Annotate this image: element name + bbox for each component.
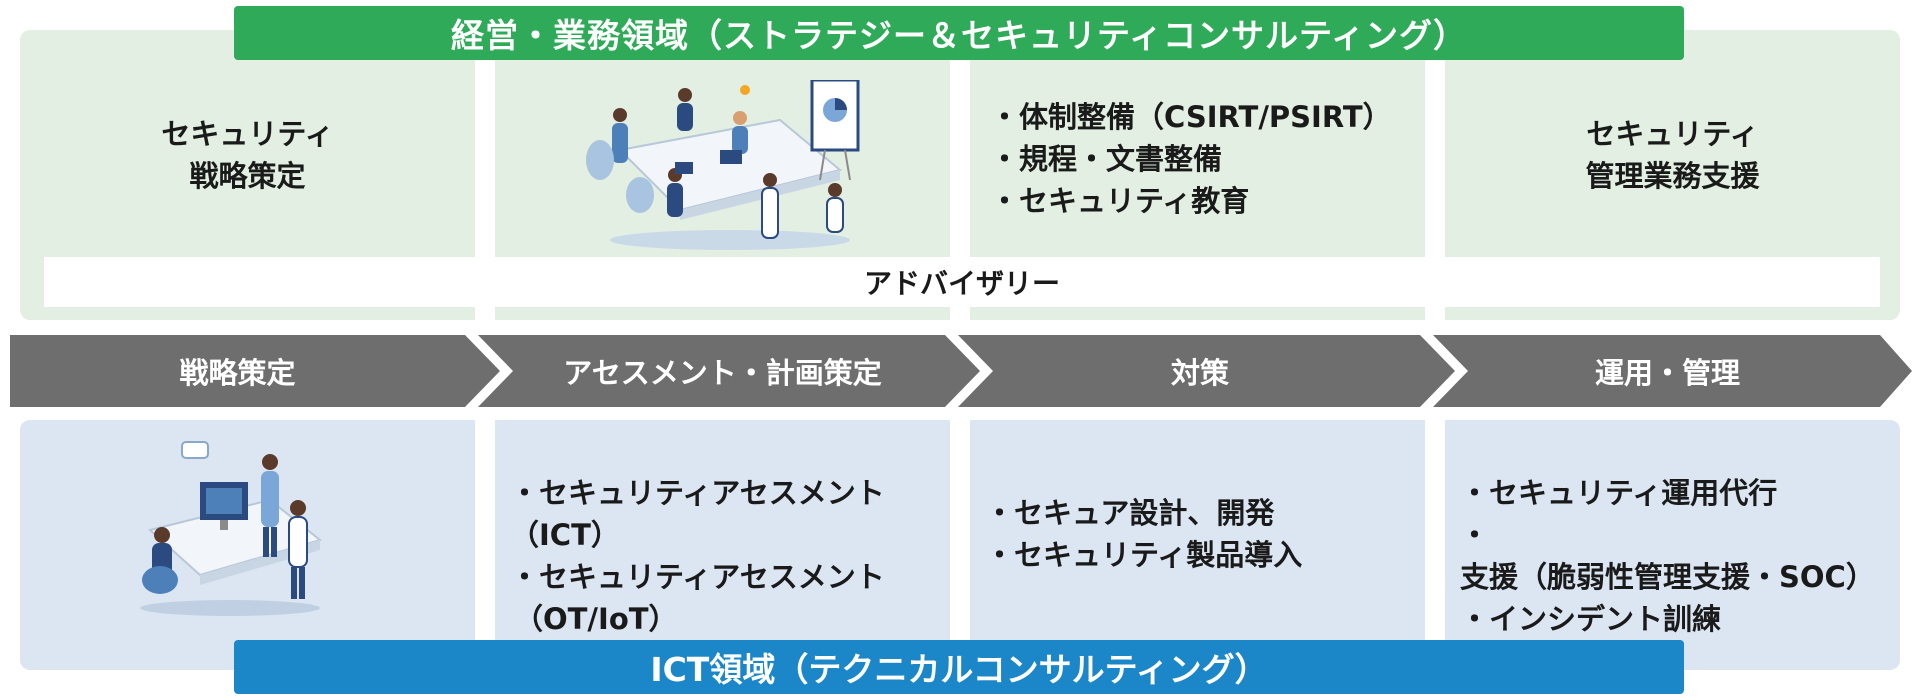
column-divider <box>950 60 970 320</box>
list-item: 規程・文書整備 <box>990 138 1430 180</box>
ict-domain-title: ICT領域（テクニカルコンサルティング） <box>234 640 1684 694</box>
phase-label: 対策 <box>1170 356 1229 390</box>
list-item: セキュリティ教育 <box>990 180 1430 222</box>
phase-label: 運用・管理 <box>1594 356 1740 390</box>
list-item: セキュリティ製品導入 <box>985 534 1425 576</box>
column-divider <box>475 420 495 640</box>
strategy-cell: セキュリティ 戦略策定 <box>20 105 475 205</box>
list-item-continuation: （OT/IoT） <box>514 602 678 636</box>
column-divider <box>475 60 495 320</box>
list-item: セキュリティアセスメント（ICT） <box>510 472 950 556</box>
phase-arrow-2 <box>478 335 980 407</box>
list-item: 支援（脆弱性管理支援・SOC） <box>1460 514 1900 598</box>
column-divider <box>1425 420 1445 640</box>
list-item: 体制整備（CSIRT/PSIRT） <box>990 96 1430 138</box>
advisory-bar: アドバイザリー <box>44 257 1880 307</box>
cell-line: 管理業務支援 <box>1585 159 1760 193</box>
management-domain-title: 経営・業務領域（ストラテジー＆セキュリティコンサルティング） <box>234 6 1684 60</box>
phase-label: アセスメント・計画策定 <box>563 356 882 390</box>
assessment-list: セキュリティアセスメント（ICT） セキュリティアセスメント （OT/IoT） <box>510 472 950 640</box>
phase-arrow-row <box>10 335 1912 407</box>
cell-line: セキュリティ <box>161 117 334 151</box>
list-item: セキュア設計、開発 <box>985 492 1425 534</box>
column-divider <box>1425 60 1445 320</box>
organization-list: 体制整備（CSIRT/PSIRT） 規程・文書整備 セキュリティ教育 <box>990 96 1430 222</box>
cell-line: 戦略策定 <box>189 159 306 193</box>
list-item: インシデント訓練 <box>1460 598 1900 640</box>
phase-arrow-3 <box>958 335 1455 407</box>
management-support-cell: セキュリティ 管理業務支援 <box>1445 105 1900 205</box>
phase-arrow-1 <box>10 335 500 407</box>
cell-line: セキュリティ <box>1586 117 1759 151</box>
phase-label: 戦略策定 <box>179 356 296 390</box>
computer-work-illustration-icon <box>140 441 323 616</box>
list-item: セキュリティアセスメント <box>510 556 950 598</box>
list-item: セキュリティ運用代行 <box>1460 472 1900 514</box>
countermeasure-list: セキュア設計、開発 セキュリティ製品導入 <box>985 492 1425 576</box>
column-divider <box>950 420 970 640</box>
operation-list: セキュリティ運用代行 支援（脆弱性管理支援・SOC） インシデント訓練 <box>1460 472 1900 640</box>
phase-arrow-4 <box>1433 335 1912 407</box>
team-meeting-illustration-icon <box>586 80 860 250</box>
